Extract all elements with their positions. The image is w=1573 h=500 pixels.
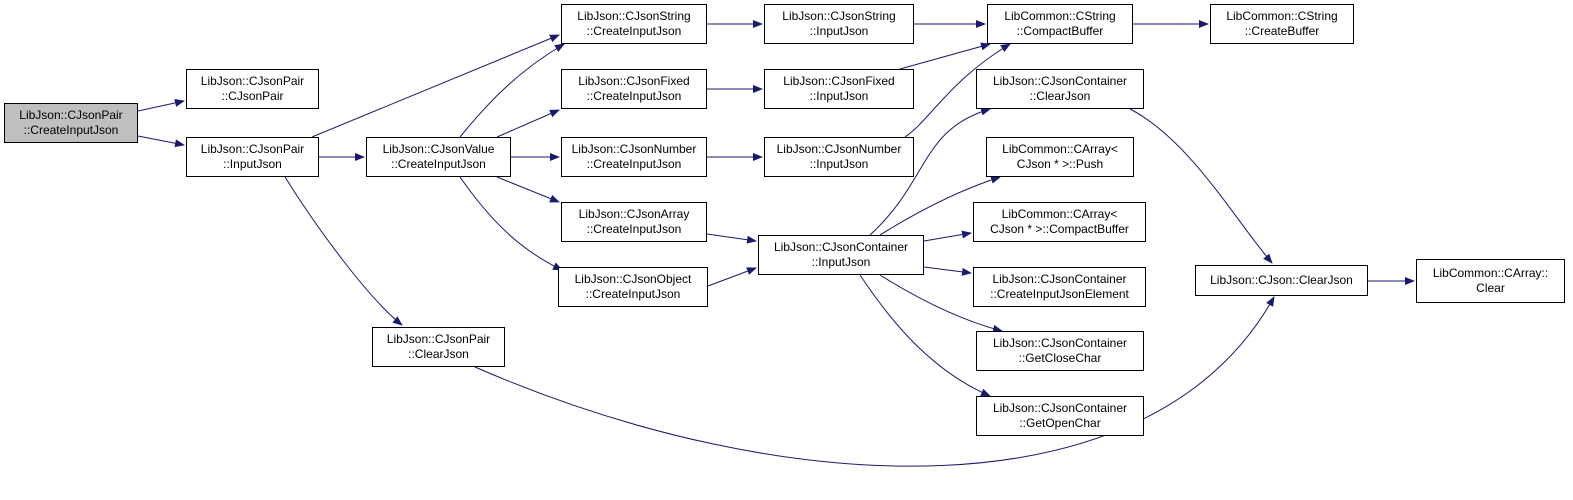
node-cjsonstring-createinputjson[interactable]: LibJson::CJsonString::CreateInputJson: [561, 4, 707, 44]
node-label-line: ::InputJson: [809, 24, 869, 38]
node-cjsonnumber-inputjson[interactable]: LibJson::CJsonNumber::InputJson: [764, 137, 914, 177]
node-label-line: LibJson::CJson::ClearJson: [1210, 273, 1353, 287]
edge-cjsoncontainer-inputjson-to-cjsoncontainer-getclosechar: [879, 274, 1003, 333]
node-label-line: ::CreateInputJson: [23, 123, 119, 137]
edge-cjsonarray-createinputjson-to-cjsoncontainer-inputjson: [706, 233, 757, 244]
node-label-line: ::CreateBuffer: [1244, 24, 1320, 38]
node-cjsonnumber-createinputjson[interactable]: LibJson::CJsonNumber::CreateInputJson: [561, 137, 707, 177]
node-cjsoncontainer-getopenchar[interactable]: LibJson::CJsonContainer::GetOpenChar: [976, 396, 1144, 436]
node-label-line: ::GetOpenChar: [1019, 416, 1101, 430]
edge-cjsoncontainer-clearjson-to-cjson-clearjson: [1129, 108, 1273, 264]
node-label-line: ::ClearJson: [1029, 89, 1091, 103]
node-carray-push[interactable]: LibCommon::CArray<CJson * >::Push: [986, 137, 1134, 177]
node-label-line: LibCommon::CString: [1004, 9, 1116, 23]
node-label-line: ::CreateInputJson: [391, 157, 486, 171]
node-label-line: CJson * >::CompactBuffer: [990, 222, 1129, 236]
edge-cjsoncontainer-inputjson-to-carray-push: [879, 175, 1001, 236]
node-label-line: ::GetCloseChar: [1018, 351, 1102, 365]
node-label-line: LibJson::CJsonContainer: [992, 74, 1128, 88]
edge-cjsonpair-inputjson-to-cjsonstring-createinputjson: [311, 34, 560, 138]
node-label-line: LibCommon::CString: [1226, 9, 1338, 23]
node-label-line: LibCommon::CArray::: [1432, 266, 1549, 280]
node-label-line: LibJson::CJsonFixed: [578, 74, 690, 88]
node-label-line: LibJson::CJsonContainer: [992, 401, 1128, 415]
edge-cjsonobject-createinputjson-to-cjsoncontainer-inputjson: [707, 267, 757, 287]
node-label-line: LibJson::CJsonNumber: [571, 142, 697, 156]
node-label-line: LibJson::CJsonContainer: [773, 240, 909, 254]
node-label-line: LibJson::CJsonString: [577, 9, 691, 23]
node-label-line: LibCommon::CArray<: [1001, 207, 1118, 221]
node-label-line: ::CreateInputJson: [586, 157, 682, 171]
edge-cjsonvalue-createinputjson-to-cjsonstring-createinputjson: [459, 43, 565, 138]
node-label-line: CJson * >::Push: [1016, 157, 1104, 171]
node-cjsonarray-createinputjson[interactable]: LibJson::CJsonArray::CreateInputJson: [561, 202, 707, 242]
node-label-line: Clear: [1476, 281, 1505, 295]
node-label-line: ::InputJson: [811, 255, 871, 269]
edge-cjsonpair-inputjson-to-cjsonpair-clearjson: [284, 176, 403, 326]
edge-cjsoncontainer-inputjson-to-cjsoncontainer-getopenchar: [859, 274, 991, 397]
node-cstring-createbuffer[interactable]: LibCommon::CString::CreateBuffer: [1210, 4, 1354, 44]
edge-cjsonvalue-createinputjson-to-cjsonarray-createinputjson: [496, 176, 560, 203]
node-label-line: ::CompactBuffer: [1016, 24, 1104, 38]
node-label-line: ::CreateInputJsonElement: [990, 287, 1129, 301]
node-label-line: LibJson::CJsonObject: [574, 272, 692, 286]
node-cjsoncontainer-clearjson[interactable]: LibJson::CJsonContainer::ClearJson: [976, 69, 1144, 109]
node-cjsoncontainer-getclosechar[interactable]: LibJson::CJsonContainer::GetCloseChar: [976, 331, 1144, 371]
edge-cjsonnumber-inputjson-to-cstring-compactbuffer: [904, 43, 1011, 138]
edge-cjsoncontainer-inputjson-to-cjsoncontainer-createinputjsonelement: [923, 266, 972, 276]
node-carray-compactbuffer[interactable]: LibCommon::CArray<CJson * >::CompactBuff…: [973, 202, 1146, 242]
node-label-line: ::CreateInputJson: [585, 287, 681, 301]
node-label-line: LibJson::CJsonContainer: [992, 336, 1128, 350]
node-cjsonpair-clearjson[interactable]: LibJson::CJsonPair::ClearJson: [372, 327, 505, 367]
node-label-line: LibCommon::CArray<: [1002, 142, 1118, 156]
node-cjsonpair-cjsonpair[interactable]: LibJson::CJsonPair::CJsonPair: [186, 69, 319, 109]
edge-cjsoncontainer-inputjson-to-cjsoncontainer-clearjson: [869, 107, 991, 236]
node-cjsoncontainer-createinputjsonelement[interactable]: LibJson::CJsonContainer::CreateInputJson…: [973, 267, 1146, 307]
node-label-line: LibJson::CJsonArray: [578, 207, 690, 221]
node-label-line: ::CreateInputJson: [586, 222, 682, 236]
node-cjsonstring-inputjson[interactable]: LibJson::CJsonString::InputJson: [764, 4, 914, 44]
node-label-line: ::CJsonPair: [221, 89, 284, 103]
node-label-line: ::InputJson: [809, 157, 869, 171]
node-carray-clear[interactable]: LibCommon::CArray::Clear: [1416, 259, 1565, 303]
node-label-line: LibJson::CJsonPair: [386, 332, 491, 346]
node-label-line: LibJson::CJsonValue: [382, 142, 495, 156]
node-label-line: LibJson::CJsonString: [782, 9, 896, 23]
node-label-line: LibJson::CJsonContainer: [992, 272, 1127, 286]
edge-cjsonvalue-createinputjson-to-cjsonobject-createinputjson: [459, 176, 563, 271]
edge-cjsonfixed-inputjson-to-cstring-compactbuffer: [899, 42, 991, 70]
node-label-line: LibJson::CJsonNumber: [776, 142, 902, 156]
node-cjson-clearjson[interactable]: LibJson::CJson::ClearJson: [1195, 265, 1368, 296]
node-cjsonobject-createinputjson[interactable]: LibJson::CJsonObject::CreateInputJson: [558, 267, 708, 307]
node-cstring-compactbuffer[interactable]: LibCommon::CString::CompactBuffer: [987, 4, 1133, 44]
edge-cjsonpair-createinputjson-to-cjsonpair-cjsonpair: [137, 99, 185, 112]
node-cjsonpair-createinputjson: LibJson::CJsonPair::CreateInputJson: [4, 103, 138, 143]
node-label-line: LibJson::CJsonFixed: [783, 74, 895, 88]
node-cjsoncontainer-inputjson[interactable]: LibJson::CJsonContainer::InputJson: [758, 235, 924, 275]
node-label-line: LibJson::CJsonPair: [200, 74, 305, 88]
edge-cjsonpair-clearjson-to-cjson-clearjson: [474, 296, 1275, 467]
node-label-line: ::CreateInputJson: [586, 24, 682, 38]
node-label-line: LibJson::CJsonPair: [200, 142, 305, 156]
node-label-line: ::InputJson: [809, 89, 869, 103]
node-label-line: LibJson::CJsonPair: [19, 108, 123, 122]
node-label-line: ::CreateInputJson: [586, 89, 682, 103]
node-label-line: ::InputJson: [223, 157, 282, 171]
node-label-line: ::ClearJson: [408, 347, 469, 361]
node-cjsonvalue-createinputjson[interactable]: LibJson::CJsonValue::CreateInputJson: [366, 137, 511, 177]
edge-cjsoncontainer-inputjson-to-carray-compactbuffer: [923, 230, 972, 242]
node-cjsonfixed-inputjson[interactable]: LibJson::CJsonFixed::InputJson: [764, 69, 914, 109]
edge-cjsonpair-createinputjson-to-cjsonpair-inputjson: [137, 135, 185, 148]
edge-cjsonvalue-createinputjson-to-cjsonfixed-createinputjson: [496, 109, 560, 138]
node-cjsonfixed-createinputjson[interactable]: LibJson::CJsonFixed::CreateInputJson: [561, 69, 707, 109]
node-cjsonpair-inputjson[interactable]: LibJson::CJsonPair::InputJson: [186, 137, 319, 177]
